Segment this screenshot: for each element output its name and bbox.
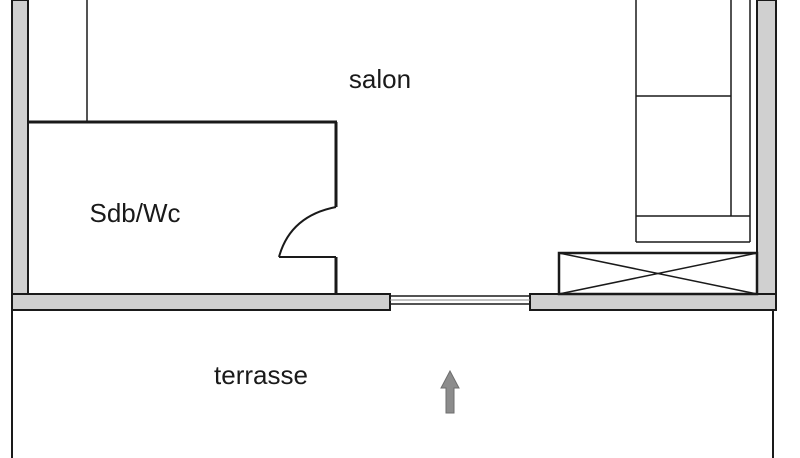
sliding-door xyxy=(390,295,530,305)
right-wall xyxy=(756,0,777,301)
bathroom-door xyxy=(278,206,337,258)
right-cabinet xyxy=(635,0,751,243)
room-label-bathroom: Sdb/Wc xyxy=(89,198,180,228)
outer-walls xyxy=(11,0,777,311)
bottom-wall-right xyxy=(529,293,777,311)
room-label-terrace: terrasse xyxy=(214,360,308,390)
left-wall xyxy=(11,0,29,301)
room-label-salon: salon xyxy=(349,64,411,94)
up-arrow-icon xyxy=(440,369,460,414)
bottom-wall-left xyxy=(11,293,391,311)
storage-unit xyxy=(557,251,759,296)
bathroom-walls xyxy=(28,120,338,294)
terrace-outline xyxy=(11,310,774,458)
